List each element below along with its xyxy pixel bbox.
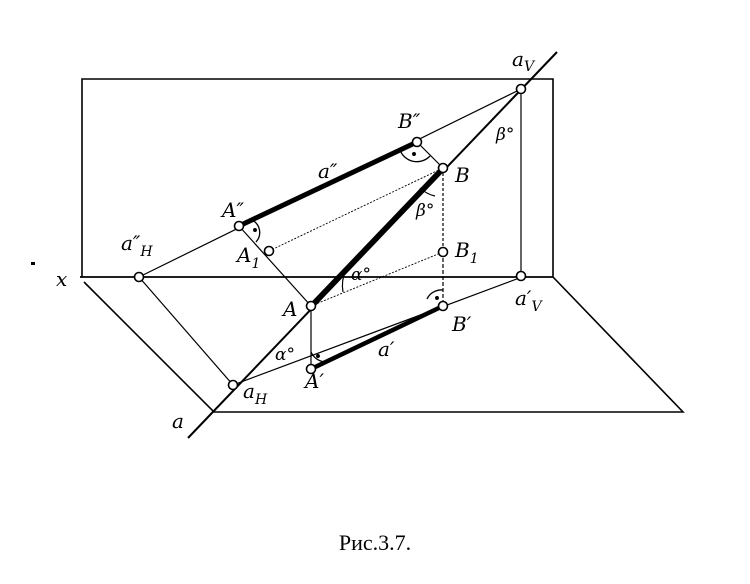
point-App	[233, 220, 245, 232]
label-B1: B1	[454, 238, 479, 267]
point-B	[437, 162, 449, 174]
right-angle-marks	[251, 149, 444, 363]
labels: aV B″ a″ B β° β° A″ a″H A1 B1 x A α° a′V…	[56, 47, 543, 433]
label-aV: aV	[512, 47, 536, 75]
label-Ap: A′	[303, 369, 324, 393]
label-alpha-low: α°	[275, 345, 295, 365]
vertical-plane	[81, 78, 554, 277]
label-a: a	[172, 409, 184, 433]
label-aHpp: a″H	[121, 231, 153, 260]
point-Bpp	[411, 136, 423, 148]
label-alpha-mid: α°	[351, 265, 371, 285]
point-A1	[263, 245, 275, 257]
label-aH: aH	[243, 379, 268, 408]
stray-mark	[31, 262, 35, 265]
construction-lines	[138, 88, 523, 386]
label-aVp: a′V	[515, 286, 543, 315]
label-beta-mid: β°	[415, 201, 434, 221]
thick-segments	[236, 139, 446, 372]
figure-caption: Рис.3.7.	[338, 530, 412, 555]
label-app: a″	[318, 159, 338, 183]
points	[133, 83, 527, 391]
point-aV	[515, 83, 527, 95]
point-A	[305, 300, 317, 312]
horizontal-plane	[83, 276, 685, 413]
point-Bp	[437, 300, 449, 312]
label-A1: A1	[235, 243, 260, 272]
label-Bpp: B″	[397, 109, 421, 133]
label-A: A	[281, 297, 297, 321]
point-aHpp	[133, 271, 145, 283]
angle-arcs	[341, 187, 436, 293]
label-ap: a′	[378, 337, 395, 361]
point-Ap	[305, 363, 317, 375]
label-App: A″	[220, 198, 244, 222]
point-B1	[437, 246, 449, 258]
label-B: B	[454, 163, 470, 187]
point-aVp	[515, 270, 527, 282]
point-aH	[227, 379, 239, 391]
label-x: x	[56, 267, 67, 291]
label-beta-top: β°	[495, 125, 514, 145]
label-Bp: B′	[451, 312, 472, 336]
